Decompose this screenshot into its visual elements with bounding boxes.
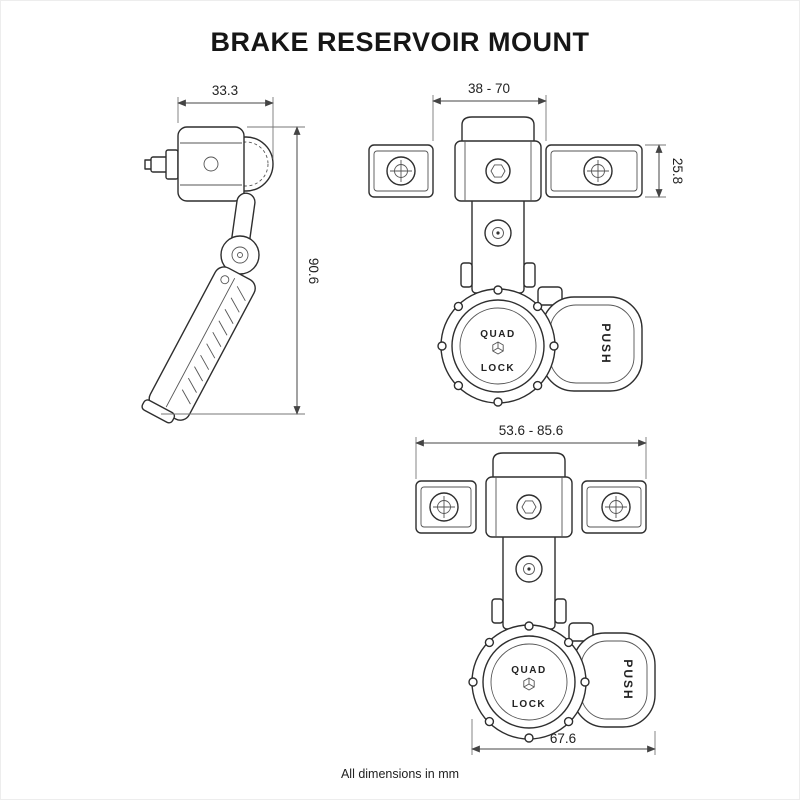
screw-icon <box>601 492 631 522</box>
screw-icon <box>583 156 613 186</box>
screw-icon <box>386 156 416 186</box>
brand-text-quad: QUAD <box>511 665 546 676</box>
dim-side-width: 33.3 <box>177 83 274 159</box>
dim-head-width-label: 67.6 <box>550 731 576 746</box>
dim-side-width-label: 33.3 <box>212 83 238 98</box>
clamp-body <box>177 126 245 202</box>
dim-side-height: 90.6 <box>161 126 321 415</box>
front-view: PUSH QUAD LOCK <box>368 116 643 407</box>
screw-icon <box>429 492 459 522</box>
page-title: BRAKE RESERVOIR MOUNT <box>210 27 590 57</box>
dim-front-width-label: 38 - 70 <box>468 81 510 96</box>
dim-bottom-width: 53.6 - 85.6 <box>415 423 647 479</box>
lever-label: PUSH <box>621 659 635 700</box>
brand-text-lock: LOCK <box>481 363 515 374</box>
top-cap <box>461 116 535 144</box>
quad-lock-logo-icon <box>523 677 535 691</box>
dim-front-bar-height: 25.8 <box>645 144 685 198</box>
pivot-bolt-icon <box>484 219 512 247</box>
dim-front-bar-height-label: 25.8 <box>670 158 685 184</box>
dim-bottom-width-label: 53.6 - 85.6 <box>499 423 564 438</box>
lever-label: PUSH <box>599 323 613 364</box>
footer-note: All dimensions in mm <box>340 767 460 781</box>
bottom-view: PUSH QUAD LOCK <box>415 452 656 743</box>
quad-lock-logo-icon <box>492 341 504 355</box>
pivot-bolt-icon <box>515 555 543 583</box>
dim-front-width: 38 - 70 <box>432 81 547 141</box>
brand-text-quad: QUAD <box>480 329 515 340</box>
hex-bolt-icon <box>485 158 511 184</box>
mount-head-side <box>141 266 256 424</box>
hex-bolt-icon <box>516 494 542 520</box>
push-lever: PUSH <box>537 286 643 392</box>
brand-text-lock: LOCK <box>512 699 546 710</box>
side-view <box>141 126 274 424</box>
mount-bolt-icon <box>144 149 179 180</box>
push-lever: PUSH <box>568 622 656 728</box>
technical-drawing: 33.3 90.6 <box>141 81 685 755</box>
dim-head-width: 67.6 <box>471 719 656 755</box>
dim-side-height-label: 90.6 <box>306 258 321 284</box>
